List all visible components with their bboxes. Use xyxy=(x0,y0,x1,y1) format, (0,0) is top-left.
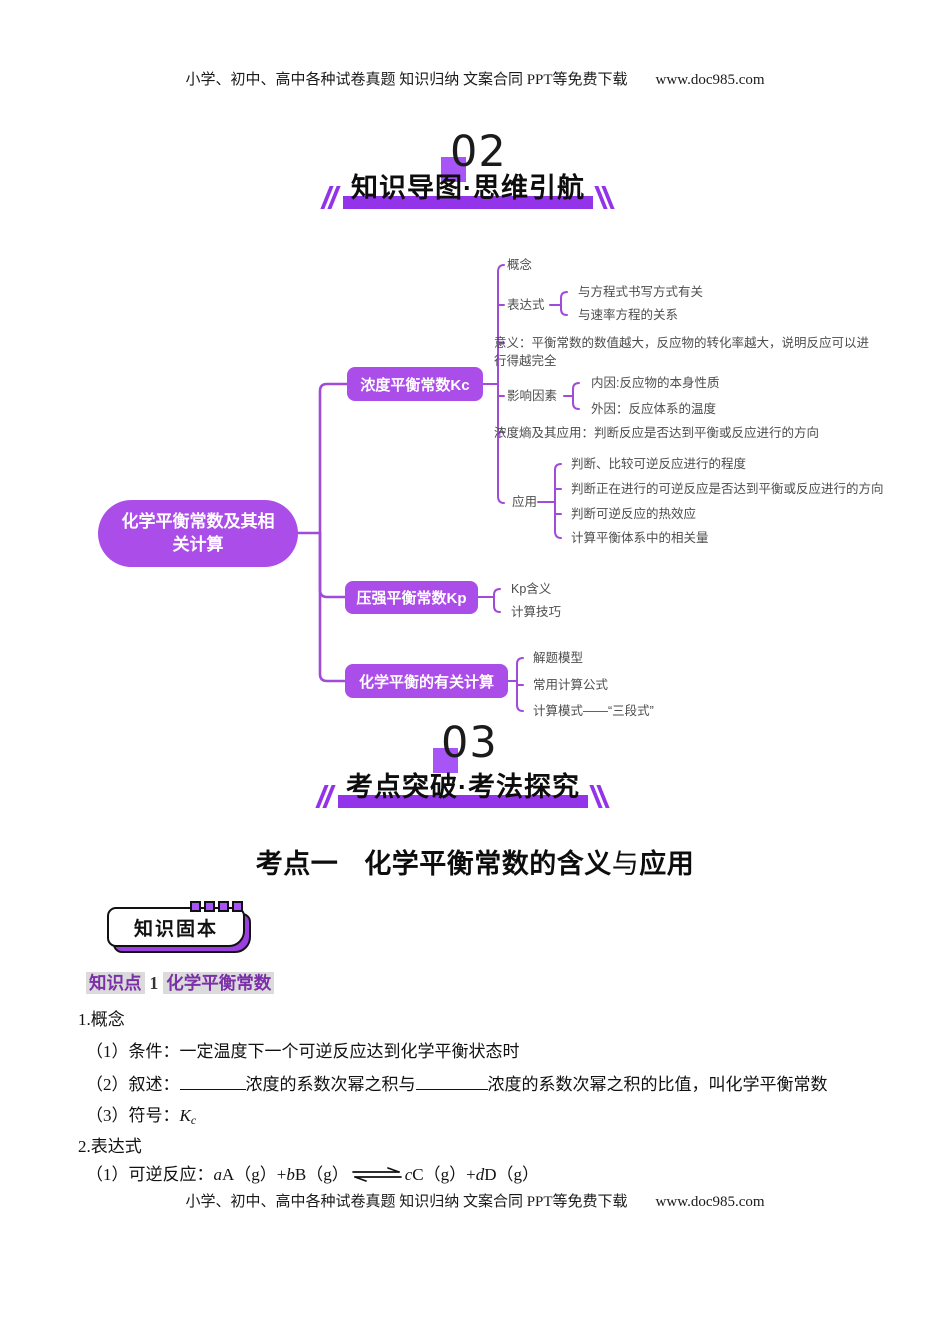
section02-title: 知识导图·思维引航 xyxy=(351,173,585,203)
page-header: 小学、初中、高中各种试卷真题 知识归纳 文案合同 PPT等免费下载 www.doc… xyxy=(0,68,950,89)
knowledge-badge: 知识固本 xyxy=(107,901,257,957)
mindmap-node-kp: 压强平衡常数Kp xyxy=(345,581,478,614)
species-a: A（g）+ xyxy=(222,1165,287,1184)
topic-heading: 考点一化学平衡常数的含义与应用 xyxy=(0,842,950,881)
leaf-quotient: 浓度熵及其应用：判断反应是否达到平衡或反应进行的方向 xyxy=(494,426,820,440)
header-text: 小学、初中、高中各种试卷真题 知识归纳 文案合同 PPT等免费下载 xyxy=(185,72,628,88)
species-d: D（g） xyxy=(484,1165,539,1184)
fill-blank[interactable] xyxy=(415,1073,488,1090)
section03-number: 03 xyxy=(441,718,498,768)
body-line-equation: （1）可逆反应：aA（g）+bB（g） cC（g）+dD（g） xyxy=(86,1163,539,1187)
coef-d: d xyxy=(475,1165,485,1184)
leaf-factors-child: 内因:反应物的本身性质 xyxy=(591,376,720,390)
leaf-calc-child: 计算模式——“三段式” xyxy=(533,704,654,718)
species-b: B（g） xyxy=(294,1165,349,1184)
symbol-prefix: （3）符号： xyxy=(86,1106,180,1125)
section02-number: 02 xyxy=(450,127,507,177)
topic-title-tail: 应用 xyxy=(639,849,695,879)
leaf-expression-child: 与速率方程的关系 xyxy=(578,308,679,322)
mindmap-node-kc: 浓度平衡常数Kc xyxy=(347,367,483,401)
badge-square-icon xyxy=(218,901,229,912)
leaf-calc-child: 常用计算公式 xyxy=(533,678,609,692)
leaf-expression: 表达式 xyxy=(507,298,545,312)
page-footer: 小学、初中、高中各种试卷真题 知识归纳 文案合同 PPT等免费下载 www.doc… xyxy=(0,1190,950,1211)
knowledge-point-number: 1 xyxy=(149,973,159,993)
body-line-symbol: （3）符号：Kc xyxy=(86,1104,196,1132)
badge-square-icon xyxy=(232,901,243,912)
leaf-concept: 概念 xyxy=(507,258,533,272)
body-line-concept: 1.概念 xyxy=(78,1010,125,1029)
species-c: C（g）+ xyxy=(412,1165,476,1184)
leaf-application-child: 计算平衡体系中的相关量 xyxy=(571,531,709,545)
fill-blank[interactable] xyxy=(179,1073,246,1090)
leaf-factors-child: 外因：反应体系的温度 xyxy=(591,402,717,416)
badge-square-icon xyxy=(204,901,215,912)
body-line-expression: 2.表达式 xyxy=(78,1137,142,1156)
mindmap-node-calc: 化学平衡的有关计算 xyxy=(345,664,508,698)
section03-title: 考点突破·考法探究 xyxy=(346,772,580,802)
mindmap-root-node: 化学平衡常数及其相关计算 xyxy=(98,500,298,567)
title-slash-right-icon xyxy=(589,785,610,808)
topic-title-light: 与 xyxy=(611,849,640,879)
leaf-meaning: 意义：平衡常数的数值越大，反应物的转化率越大，说明反应可以进行得越完全 xyxy=(494,336,870,368)
title-slash-left-icon xyxy=(315,785,336,808)
footer-text: 小学、初中、高中各种试卷真题 知识归纳 文案合同 PPT等免费下载 xyxy=(185,1194,628,1210)
body-line-statement: （2）叙述： 浓度的系数次幂之积与 浓度的系数次幂之积的比值，叫化学平衡常数 xyxy=(86,1073,828,1097)
knowledge-point-title: 化学平衡常数 xyxy=(163,972,275,994)
leaf-calc-child: 解题模型 xyxy=(533,651,584,665)
statement-tail: 浓度的系数次幂之积的比值，叫化学平衡常数 xyxy=(487,1075,828,1094)
equilibrium-arrow-icon xyxy=(351,1167,402,1182)
leaf-factors: 影响因素 xyxy=(507,389,558,403)
leaf-application-child: 判断、比较可逆反应进行的程度 xyxy=(571,457,747,471)
section03-bar xyxy=(338,795,588,808)
knowledge-point-label: 知识点 xyxy=(86,972,145,994)
footer-url[interactable]: www.doc985.com xyxy=(655,1194,765,1210)
topic-title-main: 化学平衡常数的含义 xyxy=(364,849,612,879)
title-slash-right-icon xyxy=(594,186,615,209)
badge-label: 知识固本 xyxy=(107,907,245,947)
coef-b: b xyxy=(286,1165,295,1184)
statement-prefix: （2）叙述： xyxy=(86,1075,180,1094)
topic-prefix: 考点一 xyxy=(255,849,339,879)
badge-square-icon xyxy=(190,901,201,912)
body-line-condition: （1）条件：一定温度下一个可逆反应达到化学平衡状态时 xyxy=(86,1042,520,1061)
section03-square xyxy=(433,748,458,773)
leaf-kp-child: 计算技巧 xyxy=(511,605,562,619)
leaf-kp-child: Kp含义 xyxy=(511,582,552,596)
leaf-application-child: 判断可逆反应的热效应 xyxy=(571,507,697,521)
equation-prefix: （1）可逆反应： xyxy=(86,1165,214,1184)
header-url[interactable]: www.doc985.com xyxy=(655,72,765,88)
title-slash-left-icon xyxy=(320,186,341,209)
section02-square xyxy=(441,157,466,182)
leaf-expression-child: 与方程式书写方式有关 xyxy=(578,285,704,299)
section02-bar xyxy=(343,196,593,209)
leaf-application-child: 判断正在进行的可逆反应是否达到平衡或反应进行的方向 xyxy=(571,482,884,496)
statement-mid: 浓度的系数次幂之积与 xyxy=(245,1075,416,1094)
leaf-application: 应用 xyxy=(512,495,538,509)
symbol-k: K xyxy=(179,1106,191,1125)
coef-c: c xyxy=(404,1165,413,1184)
coef-a: a xyxy=(213,1165,223,1184)
symbol-sub-c: c xyxy=(190,1113,197,1127)
